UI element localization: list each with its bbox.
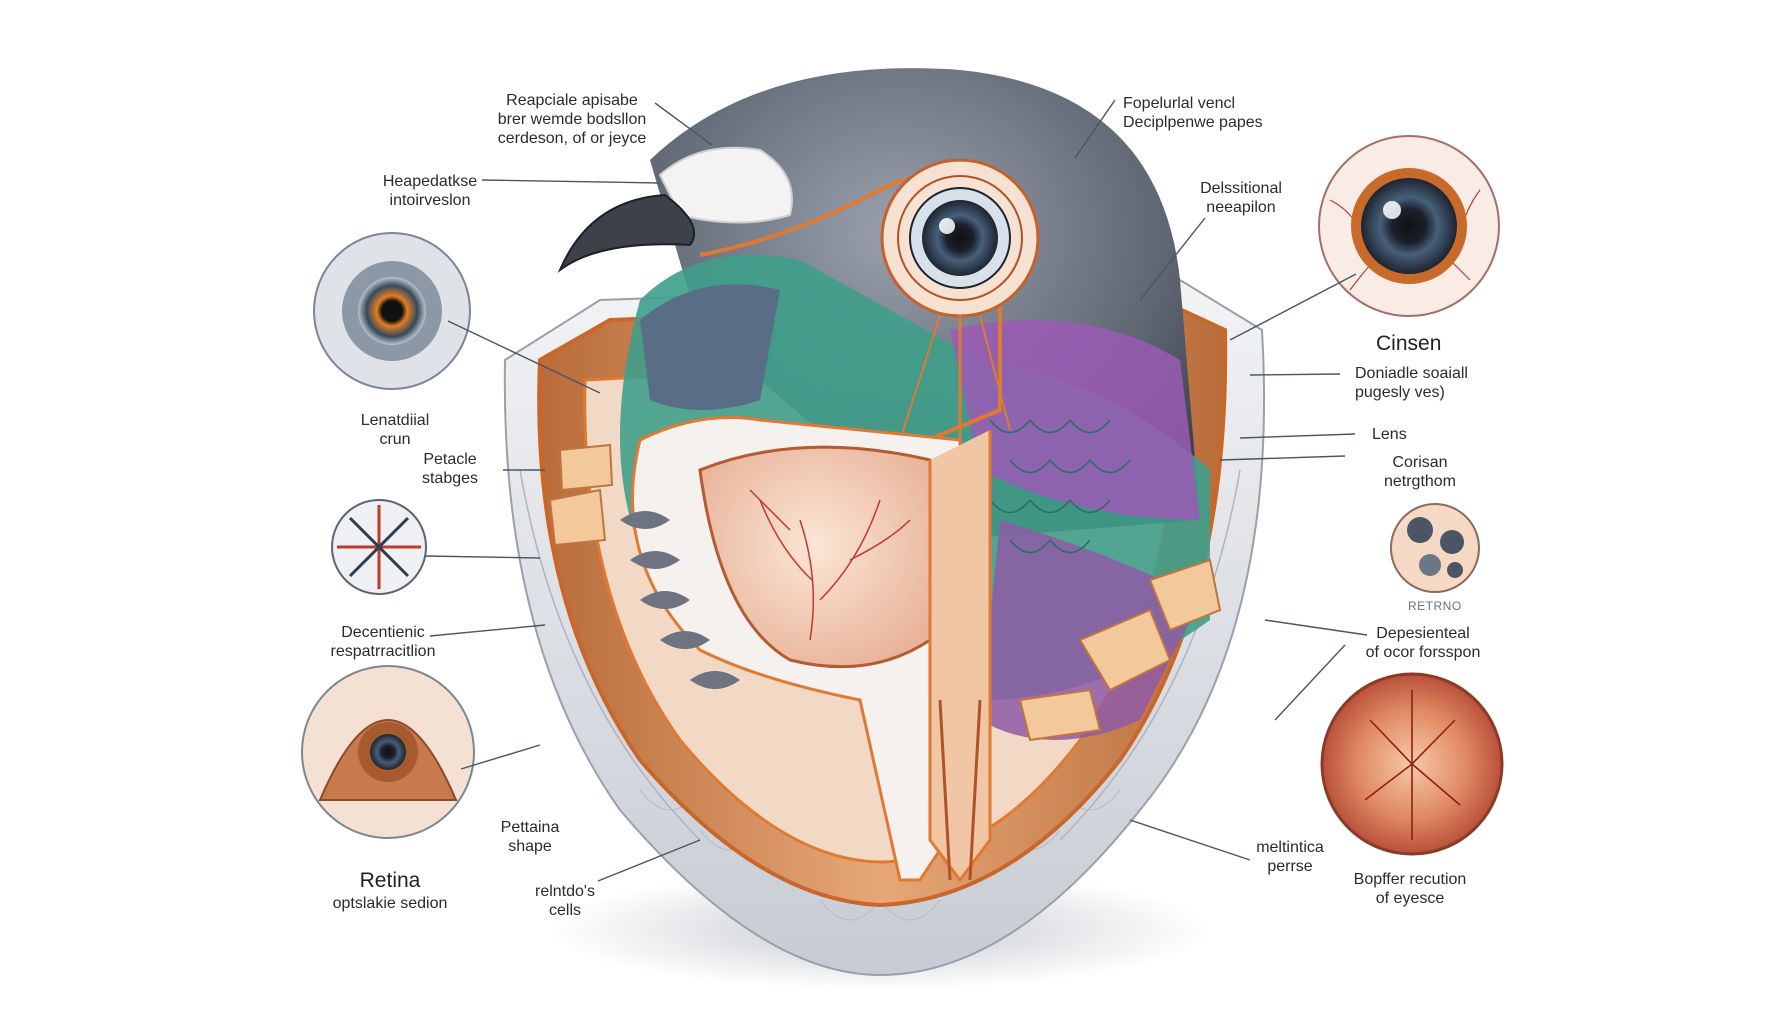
label-line: Lens [1372, 426, 1407, 443]
label-bottom-center-left: Pettaina shape [490, 818, 570, 856]
label-line: Bopffer recution [1353, 871, 1467, 888]
label-line: RETRNO [1408, 599, 1462, 613]
label-right-lower: Depesienteal of ocor forsspon [1348, 624, 1498, 662]
label-line: Doniadle soaiall [1355, 365, 1468, 382]
label-line: meltintica [1256, 839, 1324, 856]
label-line: Delssitional [1200, 180, 1282, 197]
label-top-center: Reapciale apisabe brer wemde bodsllon ce… [472, 91, 672, 148]
label-line: shape [508, 838, 552, 855]
label-bottom-right-mid: meltintica perrse [1245, 838, 1335, 876]
label-right-sub: Doniadle soaiall pugesly ves) [1355, 364, 1468, 402]
label-left-lower: Decentienic respatrracitlion [318, 623, 448, 661]
label-line: respatrracitlion [330, 643, 436, 660]
label-line: pugesly ves) [1355, 384, 1445, 401]
label-right-retrno: RETRNO [1408, 597, 1462, 616]
label-line: brer wemde bodsllon [497, 111, 647, 128]
bone-tissue-blocks [548, 443, 1222, 742]
label-line: intoirveslon [389, 192, 471, 209]
label-line: of eyesce [1375, 890, 1445, 907]
label-bottom-center: relntdo's cells [525, 882, 605, 920]
label-line: netrgthom [1383, 473, 1457, 490]
label-line: Petacle [423, 451, 477, 468]
label-left-upper: Heapedatkse intoirveslon [370, 172, 490, 210]
pupil-inset [331, 499, 427, 595]
label-right-cornea: Corisan netrgthom [1355, 453, 1485, 491]
label-line: Decentienic [341, 624, 425, 641]
label-line: Fopelurlal vencl [1123, 95, 1236, 112]
eye-detail-inset [313, 232, 471, 390]
label-line: optslakie sedion [332, 895, 448, 912]
label-line: crun [379, 431, 411, 448]
label-line: neeapilon [1206, 199, 1276, 216]
label-left-mid: Lenatdiial crun [340, 411, 450, 449]
label-title: Cinsen [1376, 332, 1442, 355]
cell-cluster-inset [1390, 503, 1480, 593]
label-line: stabges [421, 470, 479, 487]
label-line: perrse [1267, 858, 1313, 875]
body-cross-section [620, 416, 992, 883]
label-bottom-right: Bopffer recution of eyesce [1335, 870, 1485, 908]
label-line: Deciplpenwe papes [1123, 114, 1263, 131]
leader-lines [424, 99, 1368, 882]
label-bottom-left-title: Retina optslakie sedion [320, 868, 460, 913]
label-line: Lenatdiial [360, 412, 430, 429]
label-top-right: Fopelurlal vencl Deciplpenwe papes [1123, 94, 1263, 132]
label-line: Corisan [1392, 454, 1448, 471]
label-line: Pettaina [500, 819, 560, 836]
label-title: Retina [359, 869, 421, 892]
iris-inset-right [1318, 135, 1500, 317]
label-right-upper: Delssitional neeapilon [1176, 179, 1306, 217]
label-line: of ocor forsspon [1365, 644, 1481, 661]
label-line: relntdo's [535, 883, 595, 900]
retina-inset [301, 665, 475, 839]
label-line: Reapciale apisabe [506, 92, 638, 109]
label-line: Depesienteal [1376, 625, 1470, 642]
label-line: cerdeson, of or jeyce [497, 130, 647, 147]
label-right-lens: Lens [1372, 425, 1407, 444]
label-line: cells [548, 902, 581, 919]
vessel-inset [1320, 672, 1504, 856]
label-right-title: Cinsen [1376, 331, 1441, 357]
label-line: Heapedatkse [382, 173, 478, 190]
main-eye-icon [880, 158, 1040, 441]
label-left-mid2: Petacle stabges [400, 450, 500, 488]
